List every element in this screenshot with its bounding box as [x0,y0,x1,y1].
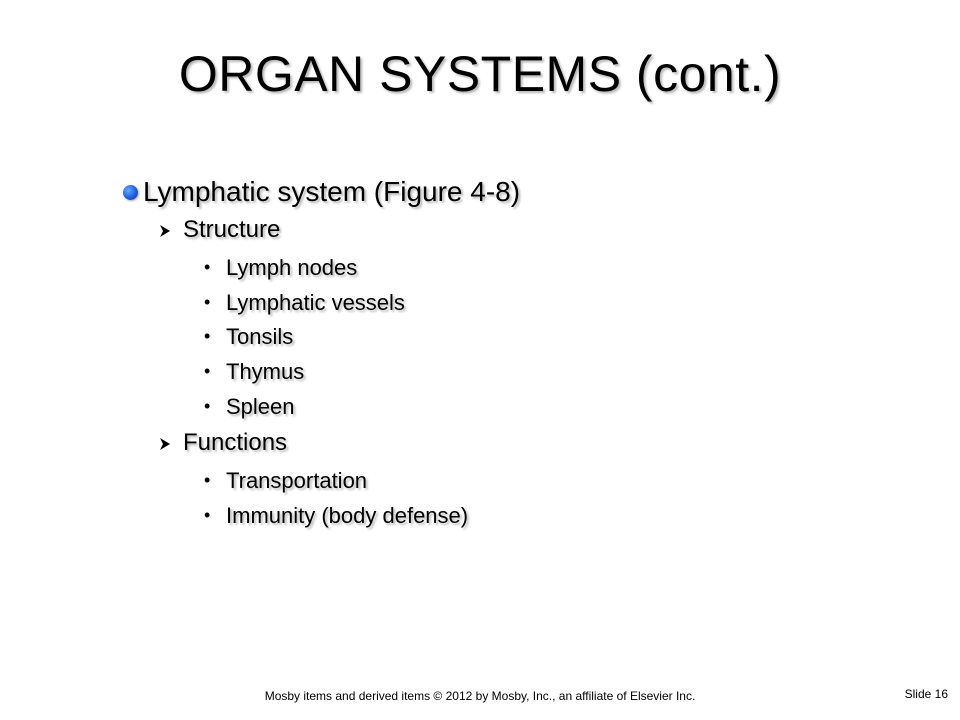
dot-bullet-icon: • [204,396,211,416]
round-bullet-icon [123,185,138,200]
arrow-bullet-icon [160,438,170,450]
list-item: Lymphatic vessels [226,290,405,315]
dot-bullet-icon: • [204,505,211,525]
slide-title: ORGAN SYSTEMS (cont.) [178,46,782,102]
slide-number: Slide 16 [904,687,948,701]
section-label-structure: Structure [183,216,281,243]
section-label-functions: Functions [183,429,288,456]
list-item: Lymph nodes [226,255,358,280]
dot-bullet-icon: • [204,326,211,346]
list-item: Transportation [226,468,368,493]
list-item: Thymus [226,359,305,384]
copyright-footer: Mosby items and derived items © 2012 by … [264,689,696,703]
list-item: Immunity (body defense) [226,503,469,528]
dot-bullet-icon: • [204,470,211,490]
arrow-bullet-icon [160,225,170,237]
heading-lymphatic-system: Lymphatic system (Figure 4-8) [143,176,521,207]
dot-bullet-icon: • [204,257,211,277]
list-item: Spleen [226,394,295,419]
dot-bullet-icon: • [204,292,211,312]
dot-bullet-icon: • [204,361,211,381]
list-item: Tonsils [226,324,294,349]
